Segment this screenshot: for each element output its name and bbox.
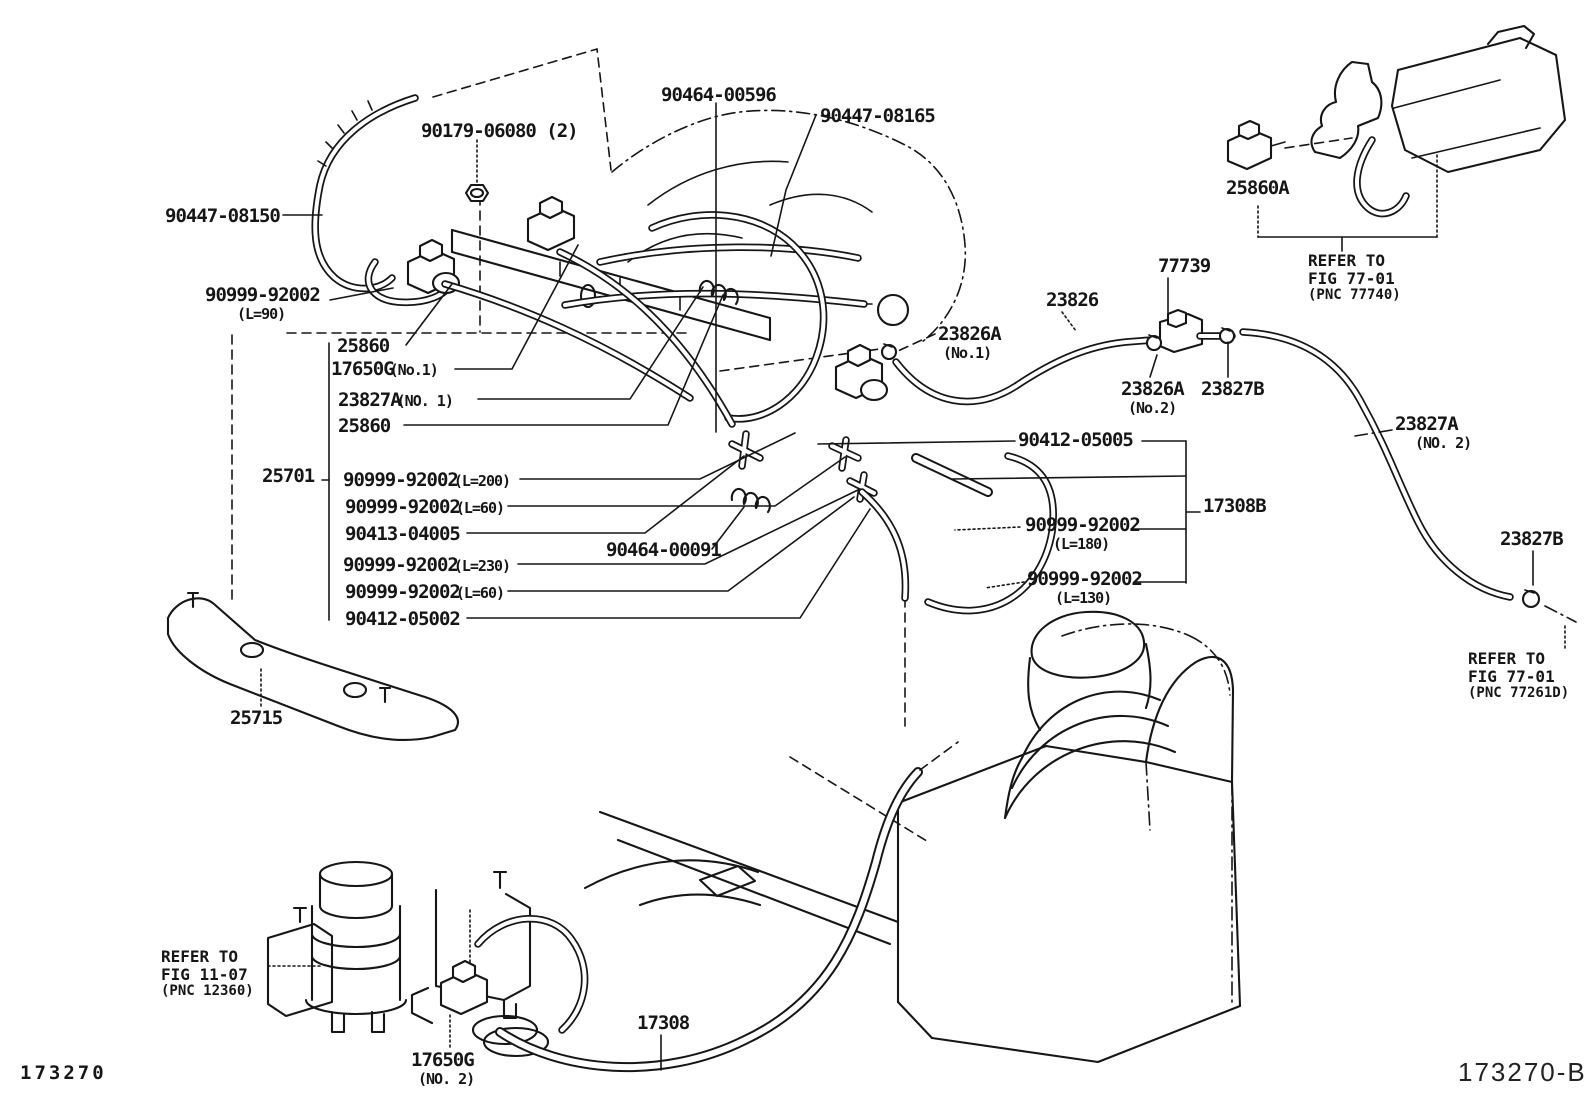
part-label-23827B-left: 23827B <box>1201 378 1265 400</box>
bracket-25715 <box>166 591 459 742</box>
part-label-25701: 25701 <box>262 465 315 487</box>
coil-clamp-90464-00596 <box>698 279 739 306</box>
hose-23826 <box>892 336 1156 406</box>
leader-lines <box>260 102 1577 1071</box>
clamp-23826A-no2 <box>1145 334 1163 352</box>
part-label-90447-08150: 90447-08150 <box>165 205 281 227</box>
hose-17308 <box>495 741 959 1073</box>
part-label-90179-06080: 90179-06080 (2) <box>421 120 579 142</box>
construction-lines <box>231 47 931 844</box>
part-label-17650G-no2: 17650G(NO. 2) <box>411 1049 475 1088</box>
part-label-17308B: 17308B <box>1203 495 1267 517</box>
part-label-23826A-no1: 23826A(No.1) <box>938 323 1002 362</box>
engine-sketch <box>583 810 900 946</box>
figure-code: 173270 <box>20 1062 107 1084</box>
part-label-17650G-no1: 17650G(No.1) <box>331 358 439 380</box>
air-cleaner-assembly <box>896 610 1242 1064</box>
vsv-valve-3 <box>834 343 889 402</box>
hose-90447-08150 <box>311 94 419 293</box>
part-label-90999-92002-L60b: 90999-92002(L=60) <box>345 581 505 603</box>
part-label-25860-2: 25860 <box>338 415 391 437</box>
charcoal-canister <box>1310 24 1567 218</box>
vsv-valve-2 <box>526 195 576 252</box>
part-label-25715: 25715 <box>230 707 283 729</box>
part-label-23826: 23826 <box>1046 289 1099 311</box>
part-label-90413-04005: 90413-04005 <box>345 523 461 545</box>
clamp-23827B-right <box>1521 589 1541 609</box>
hose-group-17308B <box>858 452 1057 615</box>
hose-23827A-no2 <box>1239 328 1514 601</box>
figure-code-revision: 173270-B <box>1458 1057 1587 1087</box>
part-label-90464-00596: 90464-00596 <box>661 84 777 106</box>
part-label-90412-05005: 90412-05005 <box>1018 429 1134 451</box>
part-label-17308: 17308 <box>637 1012 690 1034</box>
clamp-23826A-no1 <box>880 343 898 361</box>
part-label-90999-92002-L130: 90999-92002(L=130) <box>1027 568 1143 607</box>
part-label-23827B-right: 23827B <box>1500 528 1564 550</box>
engine-mount <box>266 860 532 1034</box>
part-label-77739: 77739 <box>1158 255 1211 277</box>
part-label-90999-92002-L180: 90999-92002(L=180) <box>1025 514 1141 553</box>
part-label-23826A-no2: 23826A(No.2) <box>1121 378 1185 417</box>
part-label-23827A-no1: 23827A(NO. 1) <box>338 389 454 411</box>
part-label-90999-92002-L230: 90999-92002(L=230) <box>343 554 511 576</box>
part-label-90412-05002: 90412-05002 <box>345 608 461 630</box>
part-label-90999-92002-L200: 90999-92002(L=200) <box>343 469 511 491</box>
nut-90179-06080 <box>464 183 490 203</box>
vsv-valve-25860A <box>1226 119 1286 171</box>
part-label-23827A-no2: 23827A(NO. 2) <box>1395 413 1472 452</box>
part-label-90464-00091: 90464-00091 <box>606 539 722 561</box>
part-label-90447-08165: 90447-08165 <box>820 105 936 127</box>
vsv-valve-17650G-no2 <box>410 915 589 1058</box>
part-label-90999-92002-L60a: 90999-92002(L=60) <box>345 496 505 518</box>
part-label-90999-92002-L90: 90999-92002(L=90) <box>205 284 321 323</box>
part-label-25860A: 25860A <box>1226 177 1290 199</box>
clamp-23827B-left <box>1218 327 1236 345</box>
part-label-25860-1: 25860 <box>337 335 390 357</box>
tee-connectors <box>728 430 878 503</box>
coil-clamp-90464-00091 <box>730 487 771 514</box>
